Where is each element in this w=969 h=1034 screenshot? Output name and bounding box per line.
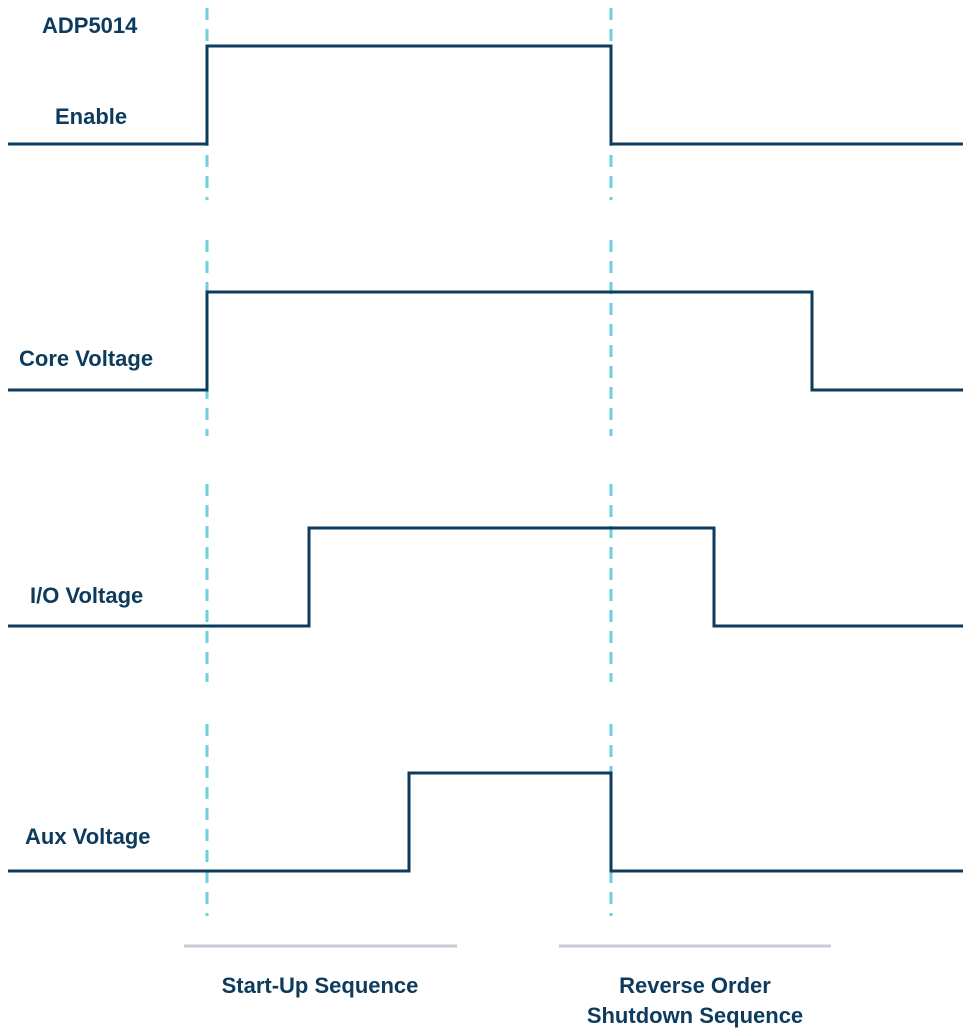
enable-waveform [8, 44, 963, 146]
aux-voltage-label: Aux Voltage [25, 824, 151, 849]
core-voltage-waveform [8, 290, 963, 392]
enable-label: Enable [55, 104, 127, 129]
shutdown-sequence-label-line2: Shutdown Sequence [587, 1003, 803, 1028]
aux-voltage-waveform [8, 771, 963, 873]
core-voltage-label: Core Voltage [19, 346, 153, 371]
shutdown-sequence-label-line1: Reverse Order [619, 973, 771, 998]
startup-sequence-label: Start-Up Sequence [222, 973, 419, 998]
io-voltage-label: I/O Voltage [30, 583, 143, 608]
io-voltage-waveform [8, 526, 963, 628]
device-title: ADP5014 [42, 13, 138, 38]
